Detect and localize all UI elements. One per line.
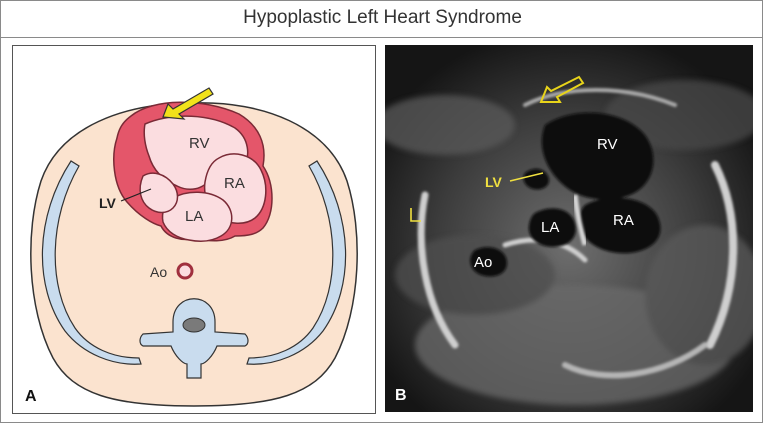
septum-echo [572, 194, 588, 246]
panel-a-letter: A [25, 388, 37, 405]
right-rib [246, 160, 347, 365]
us-label-ra: RA [613, 212, 634, 229]
aorta-ring [176, 262, 194, 280]
schematic-svg: RV RA LA LV Ao A [25, 87, 358, 407]
label-la: LA [185, 208, 203, 225]
vertebra [139, 298, 249, 379]
apex-arrow-icon [162, 87, 214, 120]
ao-cavity [470, 247, 507, 277]
body-outline [30, 102, 358, 407]
spinal-canal [182, 317, 206, 333]
label-ra: RA [224, 175, 245, 192]
la-chamber [161, 191, 233, 242]
panel-a-schematic: RV RA LA LV Ao A [12, 45, 376, 414]
lv-chamber [139, 172, 179, 214]
left-rib [41, 160, 142, 365]
us-label-rv: RV [597, 136, 618, 153]
label-rv: RV [189, 135, 210, 152]
title-divider [1, 37, 763, 38]
lv-leader-line [120, 188, 152, 202]
us-label-la: LA [541, 219, 559, 236]
panel-b-ultrasound: RV RA LA LV Ao B [385, 45, 753, 412]
us-label-ao: Ao [474, 254, 492, 271]
ultrasound-svg: RV RA LA LV Ao B [385, 45, 753, 412]
la-cavity [528, 208, 576, 247]
label-ao: Ao [150, 264, 167, 280]
rv-cavity [541, 112, 654, 200]
figure-title: Hypoplastic Left Heart Syndrome [243, 7, 522, 28]
lv-slit [523, 168, 550, 190]
apex-arrow-outline-icon [539, 75, 585, 103]
panel-b-letter: B [395, 387, 407, 404]
ra-cavity [578, 197, 661, 254]
tissue-texture [385, 80, 753, 405]
lv-leader-line-b [509, 172, 544, 182]
label-lv: LV [99, 195, 117, 211]
side-marker-l-icon [410, 208, 421, 222]
us-label-lv: LV [485, 174, 503, 190]
dark-chambers [470, 112, 661, 277]
